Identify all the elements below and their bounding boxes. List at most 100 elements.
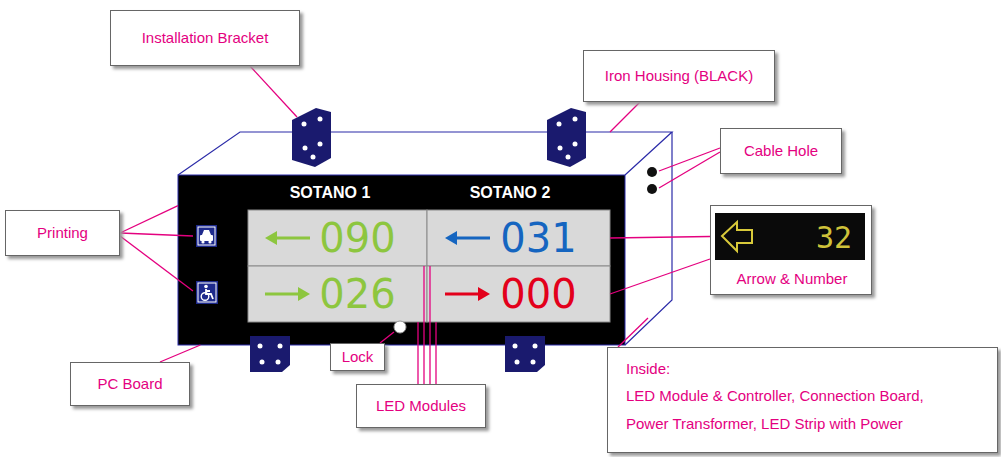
car-wheel [208,240,211,243]
bracket-hole [558,146,563,151]
leader-line [618,318,648,347]
pc-board-panel [178,175,625,345]
icon-ground [196,225,217,247]
leader-line [380,332,394,343]
bracket-hole [573,117,578,122]
leader-line [659,148,720,171]
leader-line [423,266,424,384]
bracket-hole [278,344,283,349]
right-arrow [265,287,310,301]
space-count: 000 [500,274,576,314]
cable-hole [647,167,657,177]
bracket-plate [547,108,586,167]
leader-line [120,206,178,233]
callout-label: Iron Housing (BLACK) [605,67,753,85]
led-number: 32 [816,223,852,253]
led-module [427,266,610,322]
bracket-hole [513,344,518,349]
leader-line [160,345,200,362]
leader-line [429,266,430,384]
leader-line [610,259,710,294]
bracket-plate [250,336,290,372]
floor-heading: SOTANO 2 [470,184,551,202]
led-module: 026 [248,266,427,322]
callout-box: Installation Bracket [110,10,300,66]
led-module [248,266,427,322]
callout-label: Cable Hole [744,142,818,160]
arrow-shaft [274,237,310,240]
wheelchair-wheel [201,293,209,301]
bracket-hole [533,344,538,349]
bracket-hole [318,117,323,122]
arrow-head [445,231,457,245]
arrow-head [265,231,277,245]
bracket-hole [515,360,520,365]
led-module: 090 [248,210,427,266]
lock-symbol [394,321,406,333]
arrow-shaft [454,237,490,240]
pc-board: SOTANO 1 SOTANO 2 090 031 026 000 [178,175,625,345]
icon-frame [198,227,215,245]
space-count: 090 [319,218,395,258]
arrow-head [478,287,490,301]
callout-box: Arrow & Number 32 [710,205,872,295]
car-wheel [201,240,204,243]
callout-label: Arrow & Number [737,270,848,288]
bracket-hole [302,122,307,127]
leader-line [659,152,720,188]
wheelchair-head [204,285,208,289]
callout-label: Lock [342,348,374,366]
leader-line [250,66,297,117]
bracket-hole [318,142,323,147]
icon-frame [198,283,216,302]
leader-lines [120,66,720,347]
led-module: 000 [427,266,610,322]
space-count: 031 [500,218,576,258]
callout-box: Printing [5,210,120,256]
arrow-shaft [265,293,301,296]
arrow-head [298,287,310,301]
led-arrow-symbol [722,222,752,251]
callout-label: Installation Bracket [142,29,269,47]
installation-bracket [505,336,545,372]
leader-line [120,236,193,291]
callout-label: Printing [37,224,88,242]
car-body [200,235,213,241]
callout-label: LED Modules [376,397,466,415]
callout-box: PC Board [70,362,190,406]
left-arrow [445,231,490,245]
callout-box: Iron Housing (BLACK) [583,50,775,102]
led-sample-panel [715,213,865,260]
icon-ground [196,281,218,304]
floor-heading: SOTANO 1 [290,184,371,202]
bracket-plate [292,108,331,167]
callout-box: Lock [330,343,385,371]
callout-box: LED Modules [356,384,486,428]
arrow-shaft [445,293,481,296]
led-sample: 32 [716,214,866,261]
led-module [248,210,427,266]
housing-side-edge [625,132,672,345]
right-arrow [445,287,490,301]
left-arrow [265,231,310,245]
cable-hole [647,184,657,194]
callout-label: LED Module & Controller, Connection Boar… [626,382,956,438]
space-count: 026 [319,274,395,314]
callout-label: PC Board [97,375,162,393]
bracket-hole [303,146,308,151]
leader-line [610,237,710,239]
bracket-plate [505,336,545,372]
bracket-hole [557,122,562,127]
bracket-hole [573,142,578,147]
installation-bracket [547,108,586,167]
wheelchair-icon [196,281,218,304]
bracket-hole [531,360,536,365]
car-icon [196,225,217,247]
callout-box: Cable Hole [720,128,842,174]
bracket-hole [311,155,316,160]
housing-top-edge [178,132,672,175]
leader-line [120,233,193,236]
bracket-hole [258,344,263,349]
leader-line [417,322,418,384]
